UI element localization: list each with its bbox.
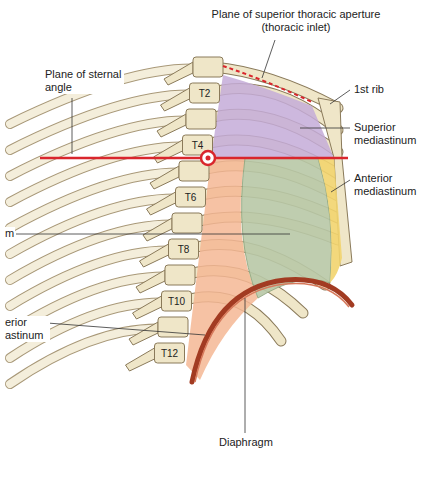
diaphragm-highlight [195, 283, 349, 382]
vertebral-body [186, 109, 216, 129]
spinous-process [143, 218, 172, 241]
region-label: erior astinum [4, 316, 50, 342]
sternal-angle-marker [201, 151, 215, 165]
vertebral-body [165, 265, 195, 285]
vertebra-label: T8 [177, 244, 191, 255]
spinous-process [140, 244, 169, 267]
plane-label: Plane of sternal angle [44, 68, 124, 94]
leader-line [262, 40, 275, 78]
vertebral-body [193, 57, 223, 77]
anterior-mediastinum-region [318, 158, 342, 283]
leader-line [300, 128, 350, 129]
plane-label: Plane of superior thoracic aperture (tho… [195, 8, 397, 34]
spinous-process [161, 88, 190, 111]
vertebral-body [155, 343, 185, 363]
vertebral-column [126, 57, 224, 371]
vertebral-body [190, 83, 220, 103]
leader-line [331, 180, 350, 192]
spinous-process [157, 114, 186, 137]
spinous-process [147, 192, 176, 215]
spinous-process [133, 296, 162, 319]
middle-mediastinum-region [242, 158, 332, 298]
spinous-process [126, 348, 155, 371]
vertebra-label: T12 [160, 348, 179, 359]
vertebra-label: T10 [167, 296, 186, 307]
sternal-angle-plane [40, 157, 348, 160]
region-label: Anterior mediastinum [353, 172, 435, 198]
leader-line [72, 98, 73, 154]
region-label: m [4, 227, 15, 240]
sternal-angle-marker-dot [206, 156, 211, 161]
diaphragm-dome [192, 280, 352, 382]
spinous-process [150, 166, 179, 189]
thoracic-inlet-plane [223, 66, 312, 102]
leader-lines [16, 40, 350, 433]
vertebra-label: T2 [198, 88, 212, 99]
vertebral-body [176, 187, 206, 207]
leader-line [245, 298, 246, 433]
leader-line [16, 234, 290, 235]
spinous-process [136, 270, 165, 293]
structure-label: Diaphragm [218, 436, 274, 449]
vertebral-body [172, 213, 202, 233]
superior-mediastinum-region [211, 75, 334, 158]
vertebra-label: T4 [191, 140, 205, 151]
spinous-process [129, 322, 158, 345]
vertebral-body [169, 239, 199, 259]
spinous-process [164, 62, 193, 85]
vertebra-label: T6 [184, 192, 198, 203]
leader-line [330, 90, 350, 104]
spinous-process [154, 140, 183, 163]
bone-label: 1st rib [353, 83, 385, 96]
leader-line [34, 322, 205, 335]
vertebral-body [162, 291, 192, 311]
vertebral-body [158, 317, 188, 337]
region-label: Superior mediastinum [353, 121, 435, 147]
